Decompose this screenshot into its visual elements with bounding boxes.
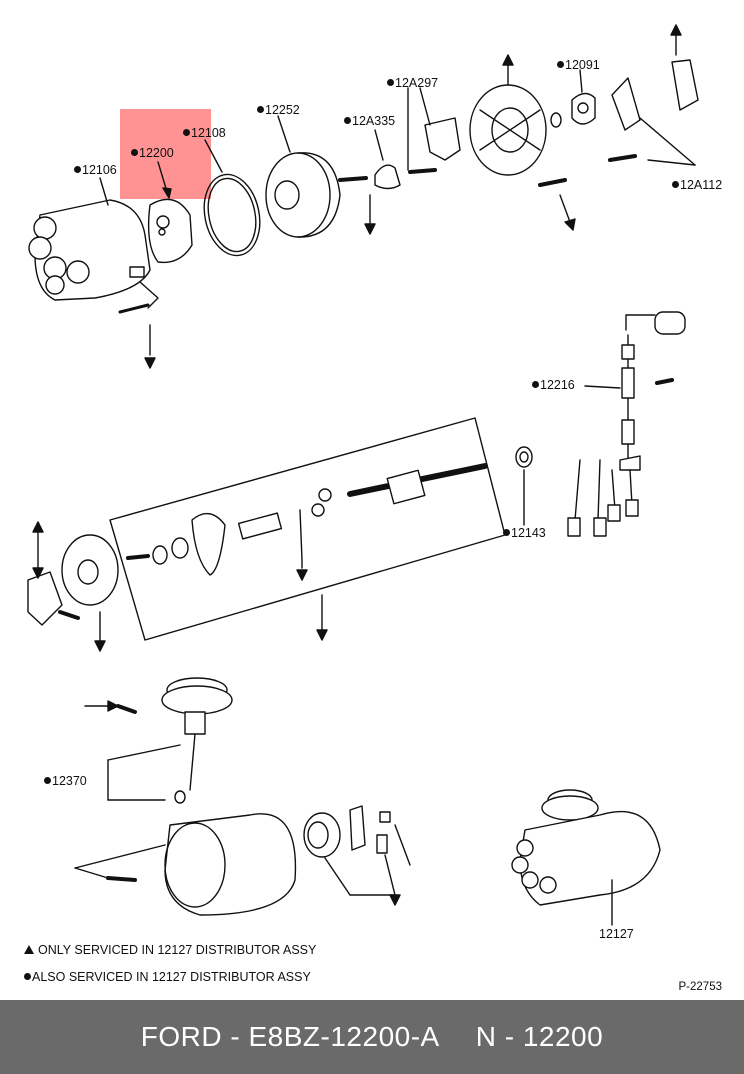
callout-12108: 12108 [183,126,226,140]
dot-bullet-icon [257,106,264,113]
legend-dot: ALSO SERVICED IN 12127 DISTRIBUTOR ASSY [24,970,311,984]
part-12143 [515,446,533,526]
dot-bullet-icon [131,149,138,156]
dot-bullet-icon [557,61,564,68]
dot-bullet-icon [183,129,190,136]
base-plate [27,521,119,652]
part-12A335 [338,129,401,235]
part-12091 [550,69,596,128]
exploded-distributor-diagram [27,24,699,926]
callout-12A335: 12A335 [344,114,395,128]
part-number: FORD - E8BZ-12200-A [140,1021,440,1052]
part-12A297 [407,87,461,174]
dot-bullet-icon [74,166,81,173]
callout-12200: 12200 [131,146,174,160]
distributor-cap-12106 [28,177,159,369]
callout-12106: 12106 [74,163,117,177]
figure-code: P-22753 [678,981,722,993]
dot-bullet-icon [344,117,351,124]
distributor-housing-bottom [74,805,411,916]
callout-12252: 12252 [257,103,300,117]
callout-12216: 12216 [532,378,575,392]
part-12A112 [608,24,699,166]
callout-12A112: 12A112 [672,178,722,192]
callout-12143: 12143 [503,526,546,540]
dot-bullet-icon [503,529,510,536]
dot-bullet-icon [24,973,31,980]
harness-12216 [567,311,686,537]
cup-12252 [265,115,341,238]
dot-bullet-icon [44,777,51,784]
callout-12091: 12091 [557,58,600,72]
callout-12370: 12370 [44,774,87,788]
dot-bullet-icon [532,381,539,388]
group-number: N - 12200 [475,1021,604,1052]
rotor-12200 [147,161,193,264]
legend-triangle: ONLY SERVICED IN 12127 DISTRIBUTOR ASSY [24,943,316,957]
callout-12127: 12127 [599,927,634,941]
distributor-housing-top [469,54,576,231]
callout-12A297: 12A297 [387,76,438,90]
vacuum-unit-12370 [84,677,233,804]
dot-bullet-icon [672,181,679,188]
gasket-12108 [203,139,261,257]
triangle-icon [24,945,34,954]
distributor-assembly-12127 [511,789,661,926]
shaft-assembly [109,417,506,641]
part-number-footer: FORD - E8BZ-12200-A N - 12200 [0,1000,744,1074]
dot-bullet-icon [387,79,394,86]
